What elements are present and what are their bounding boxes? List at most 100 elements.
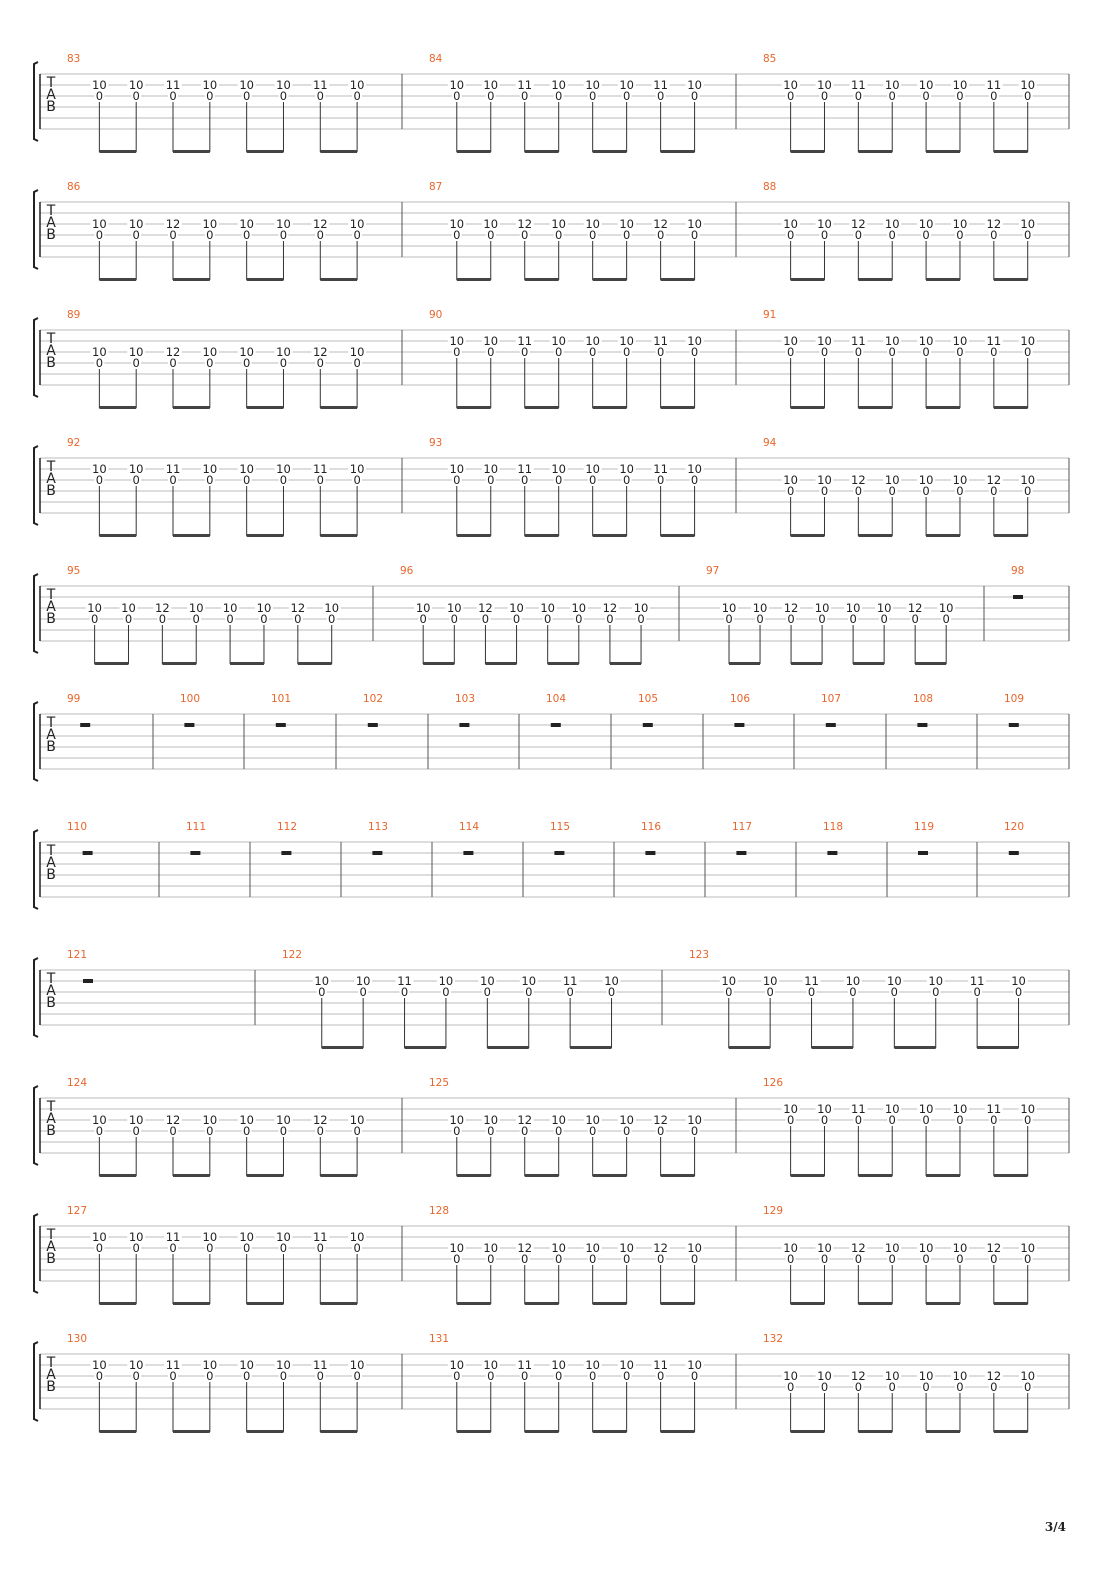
tab-clef-letter: B bbox=[46, 483, 56, 499]
fret-number: 11 bbox=[987, 78, 1002, 92]
measure-number: 95 bbox=[67, 565, 80, 577]
fret-mask bbox=[131, 1371, 142, 1381]
fret-number: 0 bbox=[453, 345, 460, 359]
beam bbox=[524, 278, 559, 281]
measure-number: 124 bbox=[67, 1077, 87, 1089]
fret-number: 12 bbox=[166, 1113, 181, 1127]
beam bbox=[456, 1174, 491, 1177]
fret-mask bbox=[984, 1104, 1003, 1114]
fret-mask bbox=[887, 91, 898, 101]
fret-number: 0 bbox=[169, 1241, 176, 1255]
beam bbox=[320, 1174, 358, 1177]
fret-number: 11 bbox=[517, 462, 532, 476]
whole-rest bbox=[1013, 595, 1023, 599]
beam bbox=[993, 1430, 1028, 1433]
fret-mask bbox=[921, 230, 932, 240]
fret-number: 10 bbox=[257, 601, 272, 615]
fret-number: 0 bbox=[353, 356, 360, 370]
fret-mask bbox=[950, 219, 969, 229]
fret-mask bbox=[131, 475, 142, 485]
fret-number: 0 bbox=[169, 1124, 176, 1138]
fret-mask bbox=[481, 1360, 500, 1370]
fret-number: 10 bbox=[887, 974, 902, 988]
fret-number: 10 bbox=[92, 78, 107, 92]
fret-mask bbox=[90, 80, 109, 90]
fret-mask bbox=[200, 1360, 219, 1370]
tab-clef-letter: A bbox=[46, 855, 56, 871]
fret-number: 0 bbox=[96, 1369, 103, 1383]
tab-clef-letter: T bbox=[46, 587, 56, 603]
fret-number: 0 bbox=[657, 1124, 664, 1138]
fret-number: 10 bbox=[447, 601, 462, 615]
fret-number: 10 bbox=[239, 1113, 254, 1127]
beam bbox=[790, 1174, 825, 1177]
fret-mask bbox=[519, 1254, 530, 1264]
whole-rest bbox=[827, 851, 838, 855]
fret-mask bbox=[94, 91, 105, 101]
fret-number: 10 bbox=[953, 1241, 968, 1255]
fret-mask bbox=[418, 614, 429, 624]
fret-number: 10 bbox=[634, 601, 649, 615]
fret-mask bbox=[90, 464, 109, 474]
whole-rest bbox=[82, 851, 93, 855]
fret-mask bbox=[485, 230, 496, 240]
fret-number: 0 bbox=[169, 89, 176, 103]
fret-mask bbox=[348, 1115, 367, 1125]
fret-number: 10 bbox=[509, 601, 524, 615]
fret-number: 10 bbox=[783, 1102, 798, 1116]
beam bbox=[790, 1302, 825, 1305]
fret-number: 10 bbox=[783, 1241, 798, 1255]
fret-mask bbox=[451, 475, 462, 485]
fret-mask bbox=[917, 475, 936, 485]
fret-mask bbox=[761, 976, 780, 986]
beam bbox=[609, 662, 642, 665]
fret-number: 10 bbox=[314, 974, 329, 988]
fret-number: 0 bbox=[133, 356, 140, 370]
fret-mask bbox=[785, 486, 796, 496]
fret-number: 0 bbox=[521, 1124, 528, 1138]
fret-number: 0 bbox=[990, 345, 997, 359]
beam bbox=[99, 278, 137, 281]
fret-number: 0 bbox=[956, 228, 963, 242]
beam bbox=[246, 406, 284, 409]
fret-number: 0 bbox=[243, 89, 250, 103]
fret-mask bbox=[237, 1115, 256, 1125]
fret-mask bbox=[1022, 91, 1033, 101]
beam bbox=[790, 406, 825, 409]
fret-number: 10 bbox=[817, 1102, 832, 1116]
fret-number: 0 bbox=[787, 1252, 794, 1266]
fret-number: 0 bbox=[133, 89, 140, 103]
fret-mask bbox=[984, 219, 1003, 229]
tab-clef-letter: A bbox=[46, 1239, 56, 1255]
fret-mask bbox=[1018, 1104, 1037, 1114]
beam bbox=[423, 662, 455, 665]
fret-mask bbox=[476, 603, 495, 613]
beam bbox=[246, 1302, 284, 1305]
fret-number: 10 bbox=[239, 78, 254, 92]
fret-number: 10 bbox=[687, 462, 702, 476]
fret-number: 10 bbox=[551, 462, 566, 476]
measure-number: 100 bbox=[180, 693, 200, 705]
fret-mask bbox=[883, 336, 902, 346]
fret-mask bbox=[164, 347, 183, 357]
fret-mask bbox=[651, 336, 670, 346]
fret-mask bbox=[348, 80, 367, 90]
fret-mask bbox=[515, 1115, 534, 1125]
fret-mask bbox=[241, 1243, 252, 1253]
fret-mask bbox=[204, 1126, 215, 1136]
fret-number: 11 bbox=[851, 1102, 866, 1116]
fret-mask bbox=[621, 347, 632, 357]
fret-number: 0 bbox=[691, 473, 698, 487]
fret-number: 0 bbox=[889, 89, 896, 103]
measure-number: 93 bbox=[429, 437, 442, 449]
fret-mask bbox=[311, 80, 330, 90]
fret-mask bbox=[583, 80, 602, 90]
fret-mask bbox=[481, 219, 500, 229]
tab-clef-letter: T bbox=[46, 1099, 56, 1115]
fret-number: 0 bbox=[889, 228, 896, 242]
whole-rest bbox=[1008, 851, 1019, 855]
beam bbox=[246, 1430, 284, 1433]
fret-number: 0 bbox=[956, 484, 963, 498]
fret-mask bbox=[954, 486, 965, 496]
fret-mask bbox=[278, 91, 289, 101]
